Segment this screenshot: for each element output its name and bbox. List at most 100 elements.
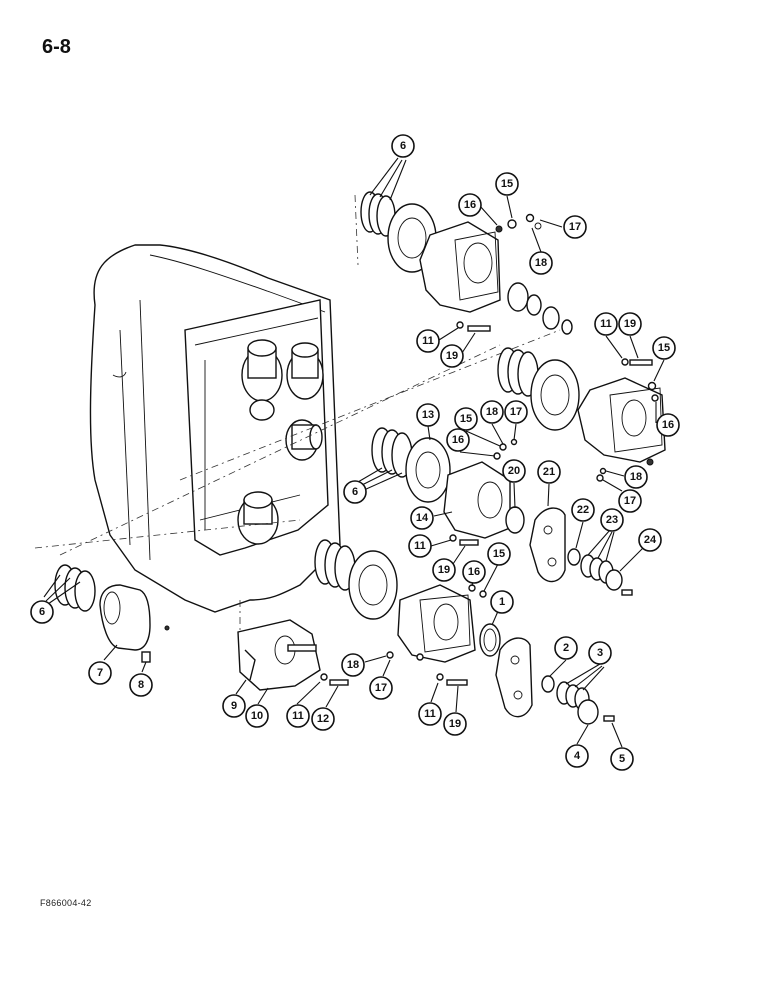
svg-text:15: 15 <box>460 413 472 425</box>
svg-text:12: 12 <box>317 713 329 725</box>
svg-text:19: 19 <box>449 718 461 730</box>
svg-text:20: 20 <box>508 465 520 477</box>
callout-19-bottom: 19 <box>443 712 467 736</box>
page-number: 6-8 <box>42 36 71 58</box>
callout-6-top: 6 <box>391 134 415 158</box>
callout-13: 13 <box>416 403 440 427</box>
svg-text:6: 6 <box>352 486 358 498</box>
svg-text:16: 16 <box>468 566 480 578</box>
callout-15-lower: 15 <box>487 542 511 566</box>
callout-16-mid: 16 <box>446 428 470 452</box>
leader-lines <box>43 157 665 748</box>
svg-text:3: 3 <box>597 647 603 659</box>
svg-text:1: 1 <box>499 596 505 608</box>
svg-text:5: 5 <box>619 753 625 765</box>
springs-top <box>360 191 396 237</box>
svg-text:10: 10 <box>251 710 263 722</box>
callout-15-right: 15 <box>652 336 676 360</box>
callout-11-bottom-left: 11 <box>286 704 310 728</box>
left-assembly <box>54 564 170 663</box>
callout-4: 4 <box>565 744 589 768</box>
callout-6-left: 6 <box>30 600 54 624</box>
svg-text:15: 15 <box>501 178 513 190</box>
callout-23: 23 <box>600 508 624 532</box>
svg-text:11: 11 <box>600 318 612 330</box>
springs-right-upper <box>497 347 539 397</box>
callout-24: 24 <box>638 528 662 552</box>
svg-text:21: 21 <box>543 466 555 478</box>
svg-text:11: 11 <box>292 710 304 722</box>
callout-22: 22 <box>571 498 595 522</box>
top-gear-assembly <box>360 191 573 335</box>
callout-9: 9 <box>222 694 246 718</box>
callout-17-right: 17 <box>618 489 642 513</box>
svg-text:4: 4 <box>574 750 581 762</box>
svg-text:6: 6 <box>39 606 45 618</box>
callout-11-bottom: 11 <box>418 702 442 726</box>
middle-shaft <box>285 419 323 461</box>
callout-15-mid: 15 <box>454 407 478 431</box>
springs-middle <box>371 427 413 478</box>
svg-text:18: 18 <box>535 257 547 269</box>
callout-19-top: 19 <box>440 344 464 368</box>
callout-3: 3 <box>588 641 612 665</box>
lower-assembly <box>314 539 615 725</box>
middle-assembly <box>371 427 633 596</box>
svg-text:15: 15 <box>493 548 505 560</box>
callout-5: 5 <box>610 747 634 771</box>
svg-text:17: 17 <box>375 682 387 694</box>
svg-text:17: 17 <box>569 221 581 233</box>
callout-15-top: 15 <box>495 172 519 196</box>
svg-text:18: 18 <box>486 406 498 418</box>
callout-16-lower: 16 <box>462 560 486 584</box>
callout-17-mid: 17 <box>504 400 528 424</box>
callout-18-lower: 18 <box>341 653 365 677</box>
callout-8: 8 <box>129 673 153 697</box>
callout-2: 2 <box>554 636 578 660</box>
svg-text:18: 18 <box>347 659 359 671</box>
svg-text:6: 6 <box>400 140 406 152</box>
svg-text:19: 19 <box>438 564 450 576</box>
callout-7: 7 <box>88 661 112 685</box>
callout-1: 1 <box>490 590 514 614</box>
svg-text:7: 7 <box>97 667 103 679</box>
callout-20: 20 <box>502 459 526 483</box>
svg-text:17: 17 <box>510 406 522 418</box>
callout-17-lower: 17 <box>369 676 393 700</box>
svg-text:9: 9 <box>231 700 237 712</box>
callout-12: 12 <box>311 707 335 731</box>
upper-left-shaft <box>241 339 283 402</box>
callout-18-top: 18 <box>529 251 553 275</box>
figure-code: F866004-42 <box>40 898 92 908</box>
upper-right-shaft <box>286 342 324 400</box>
alignment-lines <box>34 194 561 650</box>
svg-text:14: 14 <box>416 512 429 524</box>
svg-text:11: 11 <box>424 708 436 720</box>
svg-text:24: 24 <box>644 534 657 546</box>
bottom-bracket <box>237 619 394 691</box>
svg-text:16: 16 <box>464 199 476 211</box>
lower-shaft <box>237 491 279 545</box>
svg-text:11: 11 <box>414 540 426 552</box>
right-upper-assembly <box>497 347 666 482</box>
svg-text:16: 16 <box>662 419 674 431</box>
callout-6-mid: 6 <box>343 480 367 504</box>
svg-text:22: 22 <box>577 504 589 516</box>
svg-text:13: 13 <box>422 409 434 421</box>
callout-11-top: 11 <box>416 329 440 353</box>
callout-11-right: 11 <box>594 312 618 336</box>
callout-19-mid: 19 <box>432 558 456 582</box>
callout-18-mid: 18 <box>480 400 504 424</box>
svg-text:11: 11 <box>422 335 434 347</box>
callout-16-top: 16 <box>458 193 482 217</box>
transmission-housing <box>89 244 341 613</box>
callout-16-right: 16 <box>656 413 680 437</box>
svg-text:23: 23 <box>606 514 618 526</box>
svg-text:16: 16 <box>452 434 464 446</box>
springs-left <box>54 564 96 612</box>
svg-text:17: 17 <box>624 495 636 507</box>
svg-text:8: 8 <box>138 679 144 691</box>
callout-21: 21 <box>537 460 561 484</box>
svg-text:18: 18 <box>630 471 642 483</box>
